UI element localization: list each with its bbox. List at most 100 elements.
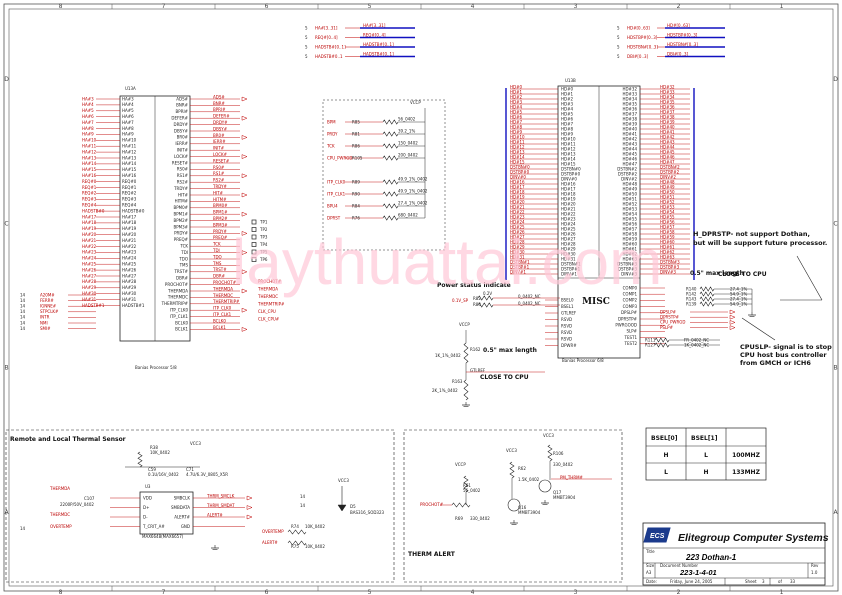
test-resistor — [654, 337, 670, 343]
thermal-c3v: 2200P/50V_0402 — [60, 502, 94, 507]
column-marker-top: 5 — [368, 3, 372, 10]
u3b-right-net: HD#42 — [660, 135, 675, 140]
comp-ref: R143 — [686, 296, 697, 301]
of-value: 33 — [790, 579, 796, 584]
ta-rav: 56_0402 — [463, 488, 481, 493]
test-point-label: TP2 — [259, 227, 268, 232]
u3b-right-net: HD#36 — [660, 105, 675, 110]
extra-net: FERR# — [40, 298, 54, 303]
power-status-r2v: 0_0402_NC — [518, 301, 541, 306]
bsel-header: BSEL[1] — [691, 435, 718, 442]
u3b-right-pin-name: HD#40 — [622, 126, 637, 131]
net-sheet-ref: 5 — [305, 45, 308, 50]
thermal-resistor — [287, 540, 307, 546]
u3a-left-net: HA#10 — [82, 138, 97, 143]
u3a-right-pin-name: RS0# — [177, 167, 189, 172]
u3b-right-pin-name: DINV#3 — [621, 271, 637, 276]
pullup-ref: R85 — [352, 120, 360, 125]
extra-net: IGNNE# — [40, 304, 57, 309]
thermal-dpart: BAS316_SOD323 — [350, 510, 385, 515]
ta-rc: R106 — [553, 451, 564, 456]
u3b-left-net: HD#4 — [510, 105, 522, 110]
thermal-c3: C107 — [84, 496, 95, 501]
u3a-right-pin-name: HIT# — [178, 192, 189, 197]
ta-resistor-c — [547, 444, 553, 462]
sheet-ref: 14 — [300, 503, 306, 508]
u3a-port-arrow — [241, 327, 248, 332]
u3a-right-pin-name: HITM# — [175, 199, 189, 204]
u3a-right-net: BPM0# — [213, 203, 228, 208]
u3b-right-net: DINV#2 — [660, 175, 676, 180]
u3a-left-net: HA#31 — [82, 297, 97, 302]
u3a-left-pin-name: HA#22 — [122, 244, 137, 249]
pullup-net: DPRST — [327, 216, 341, 221]
thermal-arrow — [246, 514, 253, 520]
u3b-left-net: HD#27 — [510, 235, 525, 240]
u3a-right-net: LOCK# — [213, 152, 228, 157]
u3a-left-net: HA#11 — [82, 144, 97, 149]
vref-r1v: 1K_1%_0402 — [435, 353, 461, 358]
u3a-port-arrow — [241, 115, 248, 121]
u3b-right-net: HD#54 — [660, 210, 675, 215]
test-point — [251, 249, 257, 255]
thermal-net-left: THERMDA — [49, 486, 70, 491]
u3a-side-label: PROCHOT# — [258, 279, 282, 284]
thermal-r1: R74 — [291, 524, 299, 529]
bus-label: HDSTBN#[0..3] — [667, 42, 698, 47]
u3a-left-net: HA#29 — [82, 285, 97, 290]
power-status-resistor — [477, 295, 494, 301]
u3b-right-net: HD#45 — [660, 150, 675, 155]
dprstp-note-line2: but will be support future processor. — [693, 239, 827, 247]
u3b-left-net: HD#14 — [510, 155, 525, 160]
u3a-right-net: BPM1# — [213, 210, 228, 215]
u3a-right-pin-name: LOCK# — [174, 154, 189, 159]
thermal-c2: C71 — [186, 467, 194, 472]
u3b-left-net: HD#5 — [510, 110, 522, 115]
u3b-left-net: HD#26 — [510, 230, 525, 235]
u3a-left-net: HA#14 — [82, 161, 97, 166]
u3a-left-net: HA#8 — [82, 126, 94, 131]
u3a-left-net: REQ#1 — [82, 185, 97, 190]
thermal-resistor — [287, 529, 307, 535]
u3b-right-net: HD#53 — [660, 205, 675, 210]
diode-symbol — [337, 504, 347, 512]
pullup-ref: R105 — [352, 156, 363, 161]
comp-signal-arrow — [729, 320, 736, 325]
pullup-net: ITP_CLK1 — [327, 192, 346, 197]
u3b-left-net: HD#21 — [510, 205, 525, 210]
u3a-right-net: RESET# — [213, 158, 230, 163]
net-sheet-ref: 5 — [305, 35, 308, 40]
pullup-net: BPU4 — [327, 204, 338, 209]
extra-net: A20M# — [40, 292, 55, 297]
u3a-side-label: THERMDA — [257, 287, 278, 292]
net-sheet-ref: 5 — [617, 26, 620, 31]
u3b-left-net: DSTBP#0 — [510, 170, 530, 175]
u3a-right-net: BNR# — [213, 101, 226, 106]
u3b-right-net: HD#60 — [660, 240, 675, 245]
u3b-right-net: DSTBN#3 — [660, 260, 680, 265]
pullup-resistor — [382, 191, 399, 197]
u3b-left-net: DSTBN#0 — [510, 165, 530, 170]
u3b-left-pin-name: DSTBP#1 — [561, 266, 581, 271]
u3a-left-net: HA#15 — [82, 167, 97, 172]
u3b-right-net: HD#57 — [660, 225, 675, 230]
u3b-right-pin-name: HD#36 — [622, 106, 637, 111]
u3a-left-pin-name: HA#21 — [122, 238, 137, 243]
u3b-misc-right-pin: SLP# — [626, 329, 637, 334]
bus-label: HA#[3..31] — [363, 23, 386, 28]
comp-ref: R140 — [686, 286, 697, 291]
u3a-part: Banias Processor 5/8 — [135, 365, 177, 370]
u3a-left-net: HA#9 — [82, 132, 94, 137]
u3a-left-net: HA#23 — [82, 250, 97, 255]
ta-vcc2: VCC3 — [543, 433, 554, 438]
misc-label: MISC — [582, 297, 610, 307]
u3a-left-pin-name: HA#8 — [122, 126, 134, 131]
note-pointer — [741, 317, 776, 341]
u3b-right-pin-name: HD#55 — [622, 216, 637, 221]
u3a-port-arrow — [241, 135, 248, 140]
u3a-right-pin-name: IERR# — [175, 141, 188, 146]
transistor-q1 — [507, 498, 521, 512]
rev-value: 1.0 — [811, 570, 818, 575]
test-point-label: TP6 — [259, 257, 268, 262]
